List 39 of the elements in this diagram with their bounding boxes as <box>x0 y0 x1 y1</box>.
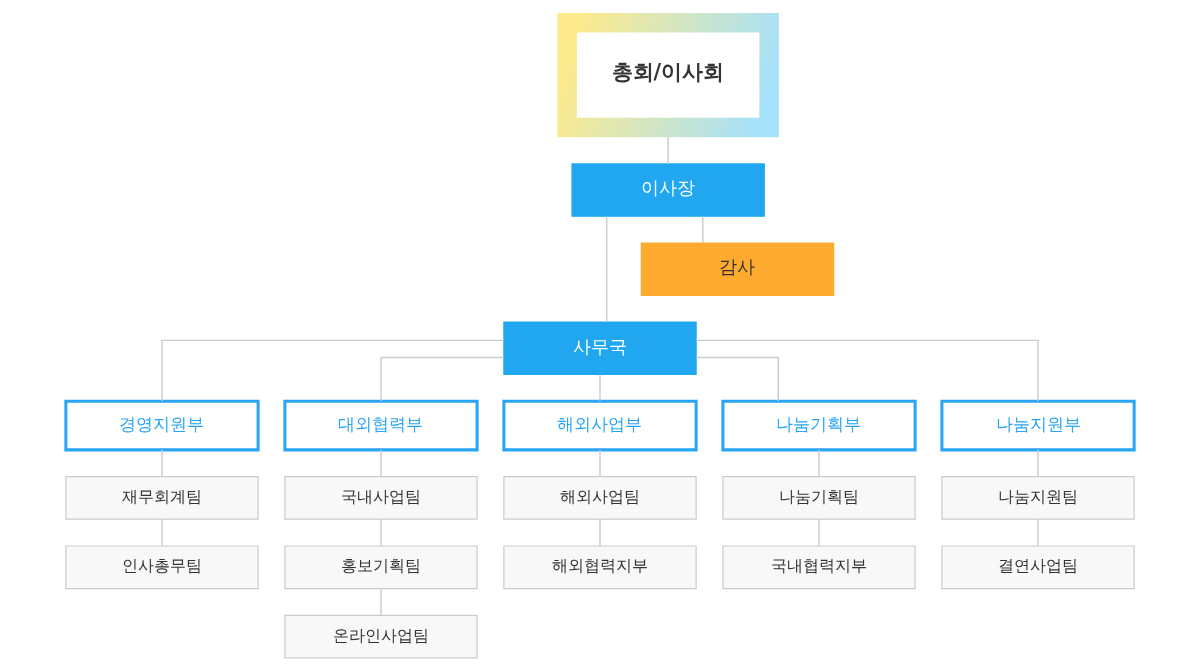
connector <box>702 215 704 244</box>
node-box: 사무국 <box>503 321 697 376</box>
node-box: 나눔기획팀 <box>722 476 916 520</box>
connector <box>161 449 163 478</box>
connector <box>599 518 601 547</box>
node-box: 감사 <box>640 242 835 296</box>
connector <box>1037 518 1039 547</box>
connector <box>667 136 669 165</box>
node-box: 해외협력지부 <box>503 545 697 590</box>
connector <box>380 356 505 402</box>
node-box: 국내사업팀 <box>284 476 478 520</box>
connector <box>605 215 608 323</box>
connector <box>380 518 382 547</box>
connector <box>161 518 163 547</box>
node-box: 이사장 <box>571 163 765 217</box>
connector <box>599 449 601 478</box>
node-box: 경영지원부 <box>64 399 260 452</box>
node-box: 해외사업팀 <box>503 476 697 520</box>
node-box: 나눔지원팀 <box>941 476 1135 520</box>
connector <box>380 449 382 478</box>
connector <box>1037 449 1039 478</box>
node-box: 국내협력지부 <box>722 545 916 590</box>
connector <box>695 356 779 402</box>
node-box: 나눔지원부 <box>940 399 1136 452</box>
connector <box>161 339 505 402</box>
node-box: 해외사업부 <box>502 399 698 452</box>
node-box: 홍보기획팀 <box>284 545 478 590</box>
node-box: 온라인사업팀 <box>284 614 478 659</box>
node-box: 나눔기획부 <box>721 399 917 452</box>
node-box: 인사총무팀 <box>65 545 259 590</box>
connector <box>818 518 820 547</box>
node-box: 대외협력부 <box>283 399 479 452</box>
node-box: 결연사업팀 <box>941 545 1135 590</box>
connector <box>695 339 1039 402</box>
connector <box>599 374 601 402</box>
node-box: 총회/이사회 <box>557 13 779 138</box>
connector <box>818 449 820 478</box>
node-box: 재무회계팀 <box>65 476 259 520</box>
connector <box>380 588 382 617</box>
